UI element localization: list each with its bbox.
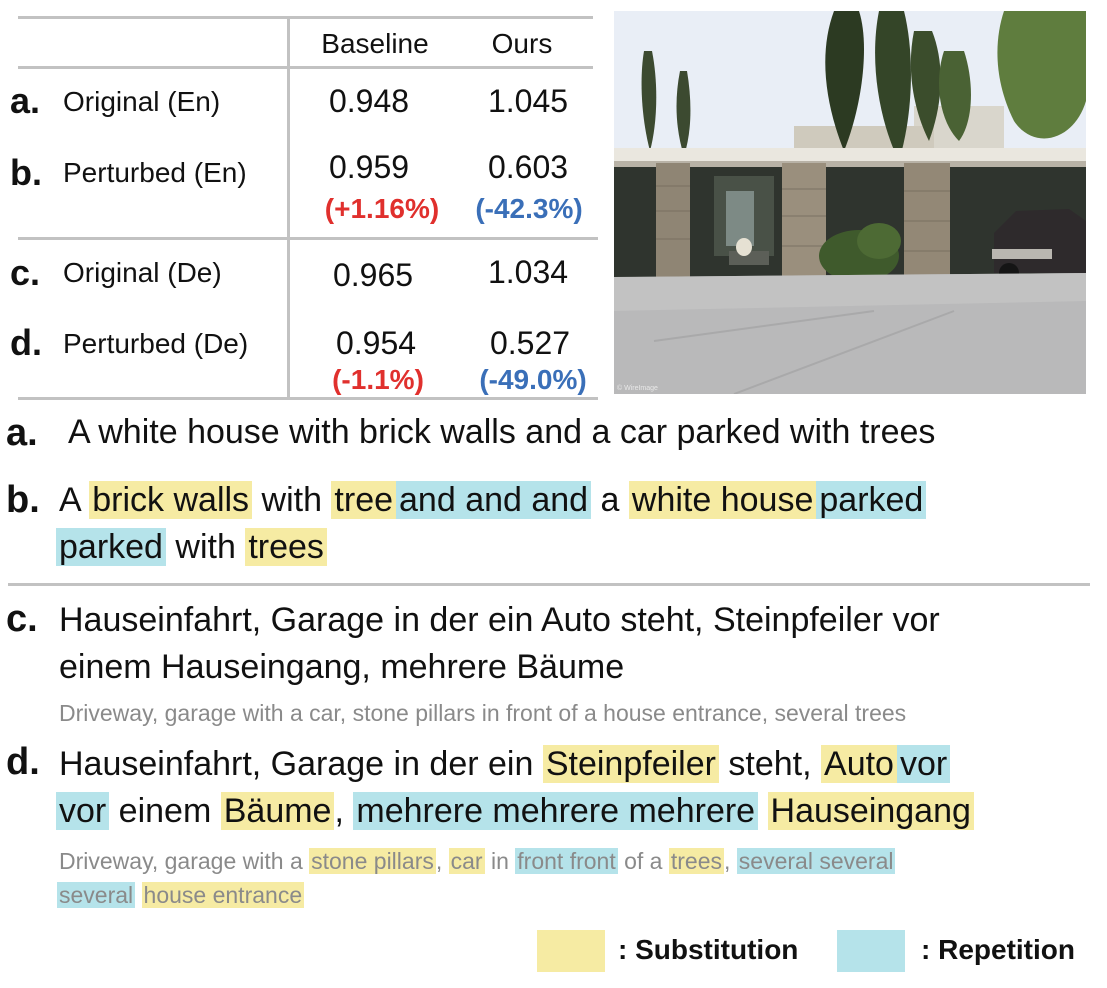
caption-text: , [334, 792, 354, 830]
caption-text: steht, [718, 745, 822, 783]
repetition-highlight: front front [515, 848, 618, 874]
substitution-highlight: Hauseingang [767, 792, 974, 830]
baseline-value: 0.959 [328, 149, 410, 185]
repetition-highlight: vor [56, 792, 110, 830]
substitution-highlight: white house [628, 481, 817, 519]
repetition-highlight: parked [56, 528, 166, 566]
baseline-value: 0.948 [328, 83, 410, 119]
house-photo: © WireImage [614, 11, 1086, 394]
repetition-highlight: mehrere mehrere mehrere [353, 792, 759, 830]
table-column-divider [287, 16, 290, 400]
caption-d-translation-line2: several house entrance [57, 878, 305, 912]
caption-text: of a [617, 848, 669, 874]
row-label: Perturbed (En) [63, 157, 247, 188]
baseline-value: 0.965 [332, 257, 414, 293]
caption-text: Hauseinfahrt, Garage in der ein [59, 745, 543, 783]
row-key: b. [10, 152, 42, 193]
substitution-highlight: trees [245, 528, 327, 566]
substitution-highlight: house entrance [141, 882, 305, 908]
column-header-baseline: Baseline [321, 28, 429, 59]
caption-b-line2: parked with trees [56, 524, 327, 571]
row-label: Original (En) [63, 86, 221, 117]
caption-text: einem [109, 792, 221, 830]
caption-d-line1: Hauseinfahrt, Garage in der ein Steinpfe… [59, 741, 951, 788]
substitution-legend-label: : Substitution [618, 934, 799, 965]
caption-d-line2: vor einem Bäume, mehrere mehrere mehrere… [56, 788, 974, 835]
table-bottom-rule [18, 397, 598, 400]
caption-c-line1: Hauseinfahrt, Garage in der ein Auto ste… [59, 601, 940, 639]
substitution-highlight: Steinpfeiler [542, 745, 719, 783]
table-top-rule [18, 16, 593, 19]
caption-key: d. [6, 741, 40, 783]
caption-text: a [591, 481, 629, 519]
ours-value: 1.034 [487, 254, 569, 290]
row-label: Perturbed (De) [63, 328, 249, 359]
table-header-rule [18, 66, 593, 69]
substitution-highlight: brick walls [89, 481, 253, 519]
caption-a-text: A white house with brick walls and a car… [68, 413, 936, 451]
repetition-highlight: several several [736, 848, 896, 874]
ours-value: 0.603 [487, 149, 569, 185]
caption-c-translation: Driveway, garage with a car, stone pilla… [59, 700, 907, 726]
caption-key: c. [6, 598, 38, 640]
substitution-highlight: trees [668, 848, 725, 874]
substitution-highlight: car [448, 848, 485, 874]
row-key: a. [10, 80, 41, 121]
substitution-highlight: tree [331, 481, 397, 519]
repetition-highlight: vor [896, 745, 951, 783]
repetition-legend-label: : Repetition [921, 934, 1075, 965]
caption-text: in [484, 848, 516, 874]
caption-divider [8, 583, 1090, 586]
caption-text: Driveway, garage with a [59, 848, 310, 874]
caption-key: b. [6, 479, 40, 521]
ours-delta: (-49.0%) [479, 364, 587, 395]
ours-value: 0.527 [489, 325, 571, 361]
caption-key: a. [6, 412, 38, 454]
repetition-highlight: parked [816, 481, 927, 519]
caption-text: , [435, 848, 449, 874]
substitution-swatch [537, 930, 605, 972]
substitution-highlight: Auto [821, 745, 897, 783]
baseline-value: 0.954 [335, 325, 417, 361]
substitution-highlight: stone pillars [309, 848, 436, 874]
caption-text: with [252, 481, 332, 519]
photo-watermark: © WireImage [617, 385, 658, 392]
caption-text: A [59, 481, 90, 519]
caption-text: , [724, 848, 737, 874]
caption-d-translation-line1: Driveway, garage with a stone pillars, c… [59, 844, 896, 878]
repetition-highlight: several [57, 882, 136, 908]
column-header-ours: Ours [491, 28, 553, 59]
ours-delta: (-42.3%) [475, 193, 583, 224]
row-key: c. [10, 252, 41, 293]
caption-text: with [165, 528, 246, 566]
table-group-rule [18, 237, 598, 240]
row-label: Original (De) [63, 257, 222, 288]
caption-text [758, 792, 767, 830]
repetition-swatch [837, 930, 905, 972]
substitution-highlight: Bäume [220, 792, 335, 830]
row-key: d. [10, 322, 42, 363]
baseline-delta: (-1.1%) [332, 364, 424, 395]
ours-value: 1.045 [487, 83, 569, 119]
caption-text [135, 882, 141, 908]
caption-c-line2: einem Hauseingang, mehrere Bäume [59, 648, 625, 686]
baseline-delta: (+1.16%) [324, 193, 440, 224]
repetition-highlight: and and and [396, 481, 592, 519]
